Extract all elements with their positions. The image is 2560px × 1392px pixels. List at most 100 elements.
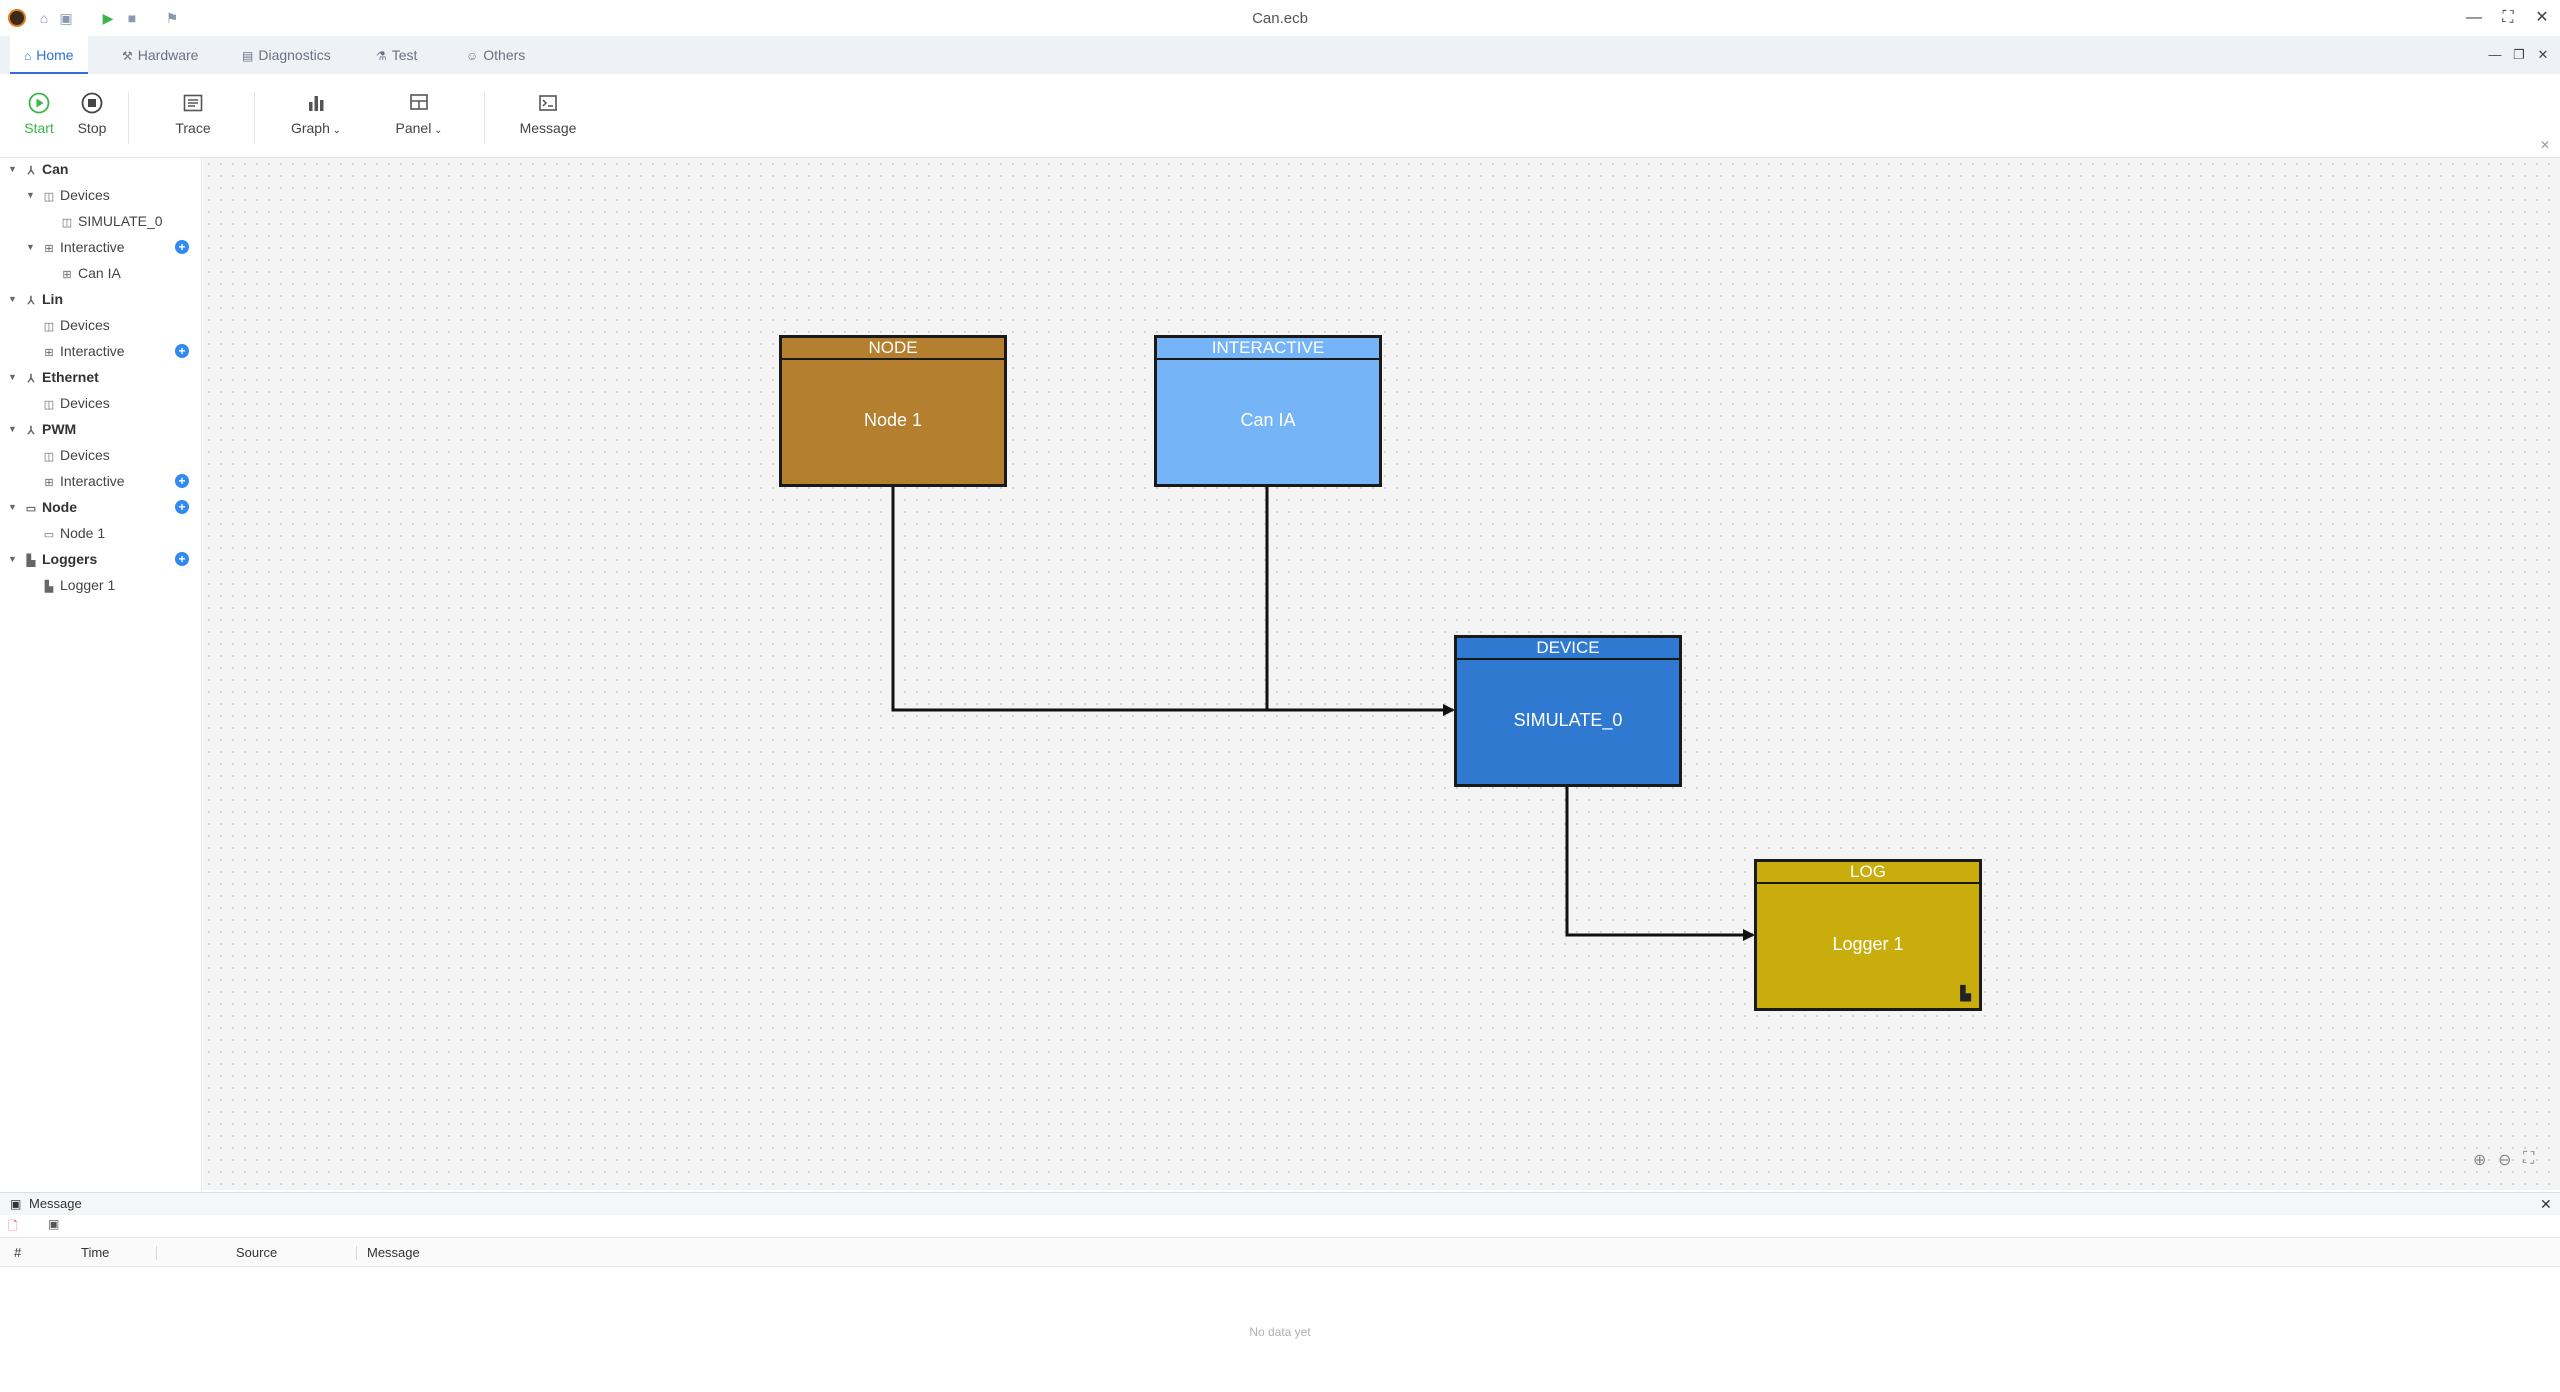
tree-item-can[interactable]: ⅄Can	[24, 158, 69, 180]
interactive-icon: ⊞	[44, 477, 54, 489]
test-icon: ⚗	[376, 49, 387, 63]
block-header: NODE	[782, 338, 1004, 360]
tree-item-pwm-interactive[interactable]: ⊞ Interactive	[42, 470, 125, 492]
device-icon: ◫	[61, 217, 73, 229]
tab-label: Test	[391, 47, 418, 63]
logger-icon: ▙	[26, 555, 36, 567]
doc-minimize-button[interactable]: —	[2488, 47, 2502, 62]
close-icon[interactable]: ✕	[2540, 1196, 2552, 1212]
chevron-down-icon[interactable]: ▼	[8, 164, 17, 174]
tab-diagnostics[interactable]: ▤Diagnostics	[228, 36, 345, 74]
chevron-down-icon[interactable]: ▼	[8, 554, 17, 564]
node-icon: ▭	[25, 503, 37, 515]
tree-item-simulate-0[interactable]: ◫SIMULATE_0	[60, 210, 163, 232]
device-block[interactable]: DEVICE SIMULATE_0	[1454, 635, 1682, 787]
diagram-canvas[interactable]: NODE Node 1 INTERACTIVE Can IA DEVICE SI…	[203, 158, 2560, 1190]
tree-label: Devices	[60, 395, 110, 411]
message-button[interactable]: Message	[516, 92, 580, 136]
customize-icon[interactable]: ⚑	[165, 10, 179, 26]
block-label: SIMULATE_0	[1513, 710, 1623, 730]
tree-item-lin[interactable]: ⅄Lin	[24, 288, 63, 310]
tab-home[interactable]: ⌂Home	[10, 36, 88, 74]
zoom-in-icon[interactable]: ⊕	[2473, 1152, 2487, 1169]
tree-item-lin-interactive[interactable]: ⊞Interactive	[42, 340, 125, 362]
message-icon: ▣	[10, 1197, 22, 1211]
tree-label: Interactive	[60, 473, 125, 489]
devices-icon: ◫	[43, 191, 55, 203]
column-time: Time	[81, 1245, 110, 1260]
tree-label: Can IA	[78, 265, 121, 281]
doc-close-button[interactable]: ✕	[2537, 47, 2549, 62]
block-label: Can IA	[1240, 410, 1296, 430]
tree-item-pwm[interactable]: ⅄PWM	[24, 418, 77, 440]
ribbon-separator	[128, 92, 129, 144]
save-icon[interactable]: ▣	[48, 1217, 60, 1231]
tree-item-logger-1[interactable]: ▙Logger 1	[42, 574, 116, 596]
trace-label: Trace	[175, 120, 211, 136]
project-tree: ▼ ⅄Can ▼ ◫Devices ◫SIMULATE_0 ▼ ⊞Interac…	[0, 158, 202, 1190]
tree-label: Interactive	[60, 343, 125, 359]
start-icon[interactable]: ▶	[102, 10, 114, 26]
tree-item-ethernet[interactable]: ⅄Ethernet	[24, 366, 99, 388]
stop-icon[interactable]: ■	[127, 10, 137, 26]
maximize-button[interactable]: ⛶	[2502, 9, 2514, 26]
tab-test[interactable]: ⚗ Test	[362, 36, 431, 74]
tree-label: Ethernet	[42, 369, 99, 385]
trace-button[interactable]: Trace	[172, 92, 214, 136]
tree-item-node[interactable]: ▭Node	[24, 496, 77, 518]
tree-item-lin-devices[interactable]: ◫Devices	[42, 314, 110, 336]
message-label: Message	[519, 120, 577, 136]
network-icon: ⅄	[27, 295, 35, 307]
node-block[interactable]: NODE Node 1	[779, 335, 1007, 487]
panel-label: Panel	[395, 120, 432, 136]
interactive-icon: ⊞	[62, 269, 72, 281]
add-interactive-button[interactable]: +	[175, 344, 189, 358]
tree-item-loggers[interactable]: ▙Loggers	[24, 548, 97, 570]
tree-item-can-interactive[interactable]: ⊞Interactive	[42, 236, 125, 258]
interactive-block[interactable]: INTERACTIVE Can IA	[1154, 335, 1382, 487]
column-divider	[156, 1246, 157, 1260]
fit-view-icon[interactable]: ⛶	[2523, 1150, 2535, 1167]
chevron-down-icon[interactable]: ▼	[8, 502, 17, 512]
log-block[interactable]: LOG Logger 1 ▙	[1754, 859, 1982, 1011]
column-index: #	[14, 1245, 22, 1260]
log-file-icon[interactable]: ▙	[1960, 985, 1971, 1001]
doc-restore-button[interactable]: ❐	[2513, 47, 2525, 62]
minimize-button[interactable]: —	[2466, 9, 2482, 26]
chevron-down-icon[interactable]: ▼	[26, 190, 35, 200]
tree-item-node-1[interactable]: ▭Node 1	[42, 522, 105, 544]
collapse-ribbon-icon[interactable]: ✕	[2539, 138, 2550, 152]
save-icon[interactable]: ▣	[59, 10, 73, 26]
tree-item-can-devices[interactable]: ◫Devices	[42, 184, 110, 206]
tab-others[interactable]: ☺Others	[452, 36, 539, 74]
chevron-down-icon[interactable]: ▼	[8, 372, 17, 382]
edge-node-to-device	[891, 487, 1455, 716]
tree-label: Interactive	[60, 239, 125, 255]
close-button[interactable]: ✕	[2535, 9, 2549, 26]
add-node-button[interactable]: +	[175, 500, 189, 514]
add-logger-button[interactable]: +	[175, 552, 189, 566]
chevron-down-icon[interactable]: ▼	[26, 242, 35, 252]
stop-button[interactable]: Stop	[74, 92, 110, 136]
block-label: Logger 1	[1832, 934, 1904, 954]
home-icon[interactable]: ⌂	[39, 10, 49, 26]
tab-label: Diagnostics	[258, 47, 331, 63]
start-button[interactable]: Start	[22, 92, 56, 136]
tree-item-pwm-devices[interactable]: ◫Devices	[42, 444, 110, 466]
message-table-header: # Time Source Message	[0, 1237, 2560, 1267]
play-icon	[28, 92, 50, 114]
tree-item-eth-devices[interactable]: ◫Devices	[42, 392, 110, 414]
tab-hardware[interactable]: ⚒Hardware	[108, 36, 212, 74]
tab-label: Hardware	[137, 47, 199, 63]
panel-button[interactable]: Panel ⌄	[390, 92, 448, 136]
graph-button[interactable]: Graph ⌄	[288, 92, 344, 136]
zoom-out-icon[interactable]: ⊖	[2498, 1152, 2512, 1169]
chevron-down-icon[interactable]: ▼	[8, 294, 17, 304]
chevron-down-icon[interactable]: ▼	[8, 424, 17, 434]
add-interactive-button[interactable]: +	[175, 474, 189, 488]
clear-icon[interactable]: 🗋	[8, 1219, 18, 1233]
tree-item-can-ia[interactable]: ⊞ Can IA	[60, 262, 121, 284]
add-interactive-button[interactable]: +	[175, 240, 189, 254]
trace-icon	[183, 94, 203, 112]
app-logo	[8, 9, 26, 27]
